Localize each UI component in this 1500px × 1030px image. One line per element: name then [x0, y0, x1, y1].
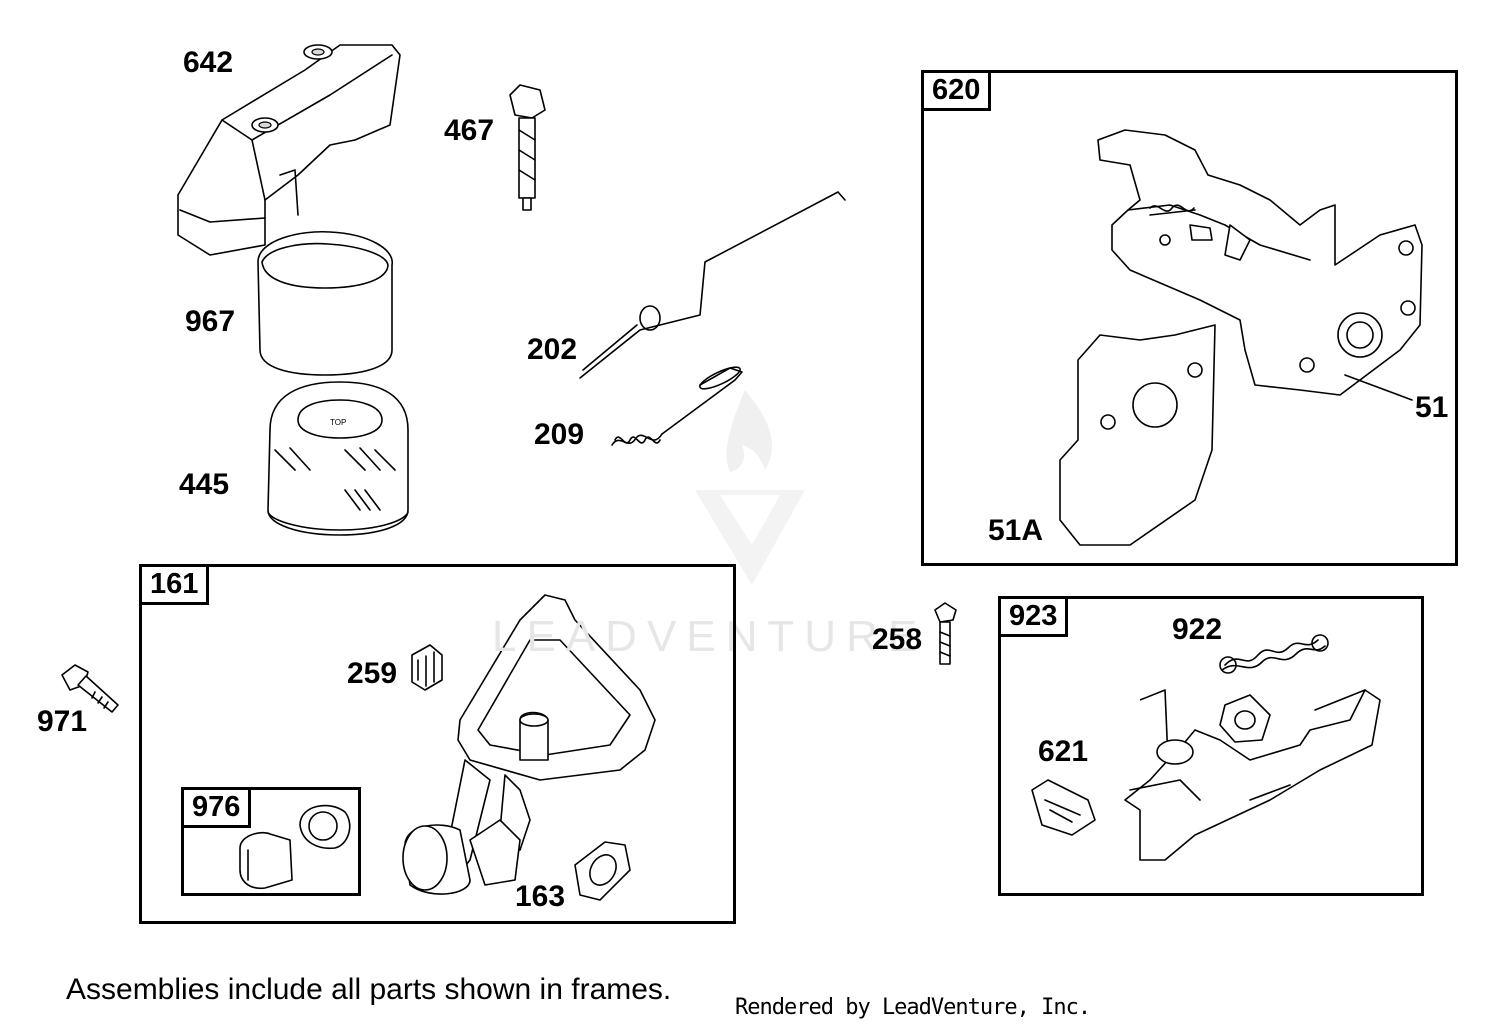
part-209-spring [611, 366, 743, 446]
part-445-air-filter: TOP [267, 381, 409, 536]
frame-tag-976: 976 [181, 787, 252, 828]
part-259-clip [411, 644, 443, 691]
part-976-primer-bulb [239, 804, 351, 890]
part-971-bolt [61, 664, 119, 713]
label-621: 621 [1038, 735, 1089, 768]
footer-note: Assemblies include all parts shown in fr… [66, 973, 672, 1006]
label-202: 202 [527, 333, 578, 366]
part-163-gasket [574, 841, 631, 901]
part-202-link [579, 191, 846, 379]
frame-620: 620 [921, 70, 1458, 566]
svg-text:TOP: TOP [330, 418, 346, 427]
part-621-clip [1031, 779, 1096, 836]
label-445: 445 [179, 468, 230, 501]
part-51a-gasket [1059, 324, 1216, 546]
label-51: 51 [1415, 391, 1449, 424]
watermark-logo [695, 390, 805, 585]
part-258-bolt [934, 602, 957, 665]
part-923-governor-assembly [1124, 689, 1381, 861]
part-467-knob-bolt [509, 84, 546, 211]
part-642-air-cleaner-cover [177, 44, 401, 256]
label-163: 163 [515, 880, 566, 913]
frame-tag-620: 620 [921, 70, 992, 111]
label-209: 209 [534, 418, 585, 451]
label-258: 258 [872, 623, 923, 656]
part-967-precleaner [257, 230, 393, 376]
frame-tag-923: 923 [998, 596, 1069, 637]
label-467: 467 [444, 114, 495, 147]
label-971: 971 [37, 705, 88, 738]
frame-161: 161 [139, 564, 736, 924]
part-922-spring [1219, 634, 1329, 674]
frame-923: 923 [998, 596, 1424, 896]
label-642: 642 [183, 46, 234, 79]
frame-tag-161: 161 [139, 564, 210, 605]
label-259: 259 [347, 657, 398, 690]
label-922: 922 [1172, 613, 1223, 646]
part-161-air-cleaner-base [402, 594, 656, 895]
watermark-text: LEADVENTURE [492, 612, 928, 661]
part-620-bracket-assembly [1097, 129, 1423, 401]
footer-credit: Rendered by LeadVenture, Inc. [735, 995, 1091, 1020]
frame-976: 976 [181, 787, 361, 896]
label-51a: 51A [988, 514, 1044, 547]
label-967: 967 [185, 305, 236, 338]
